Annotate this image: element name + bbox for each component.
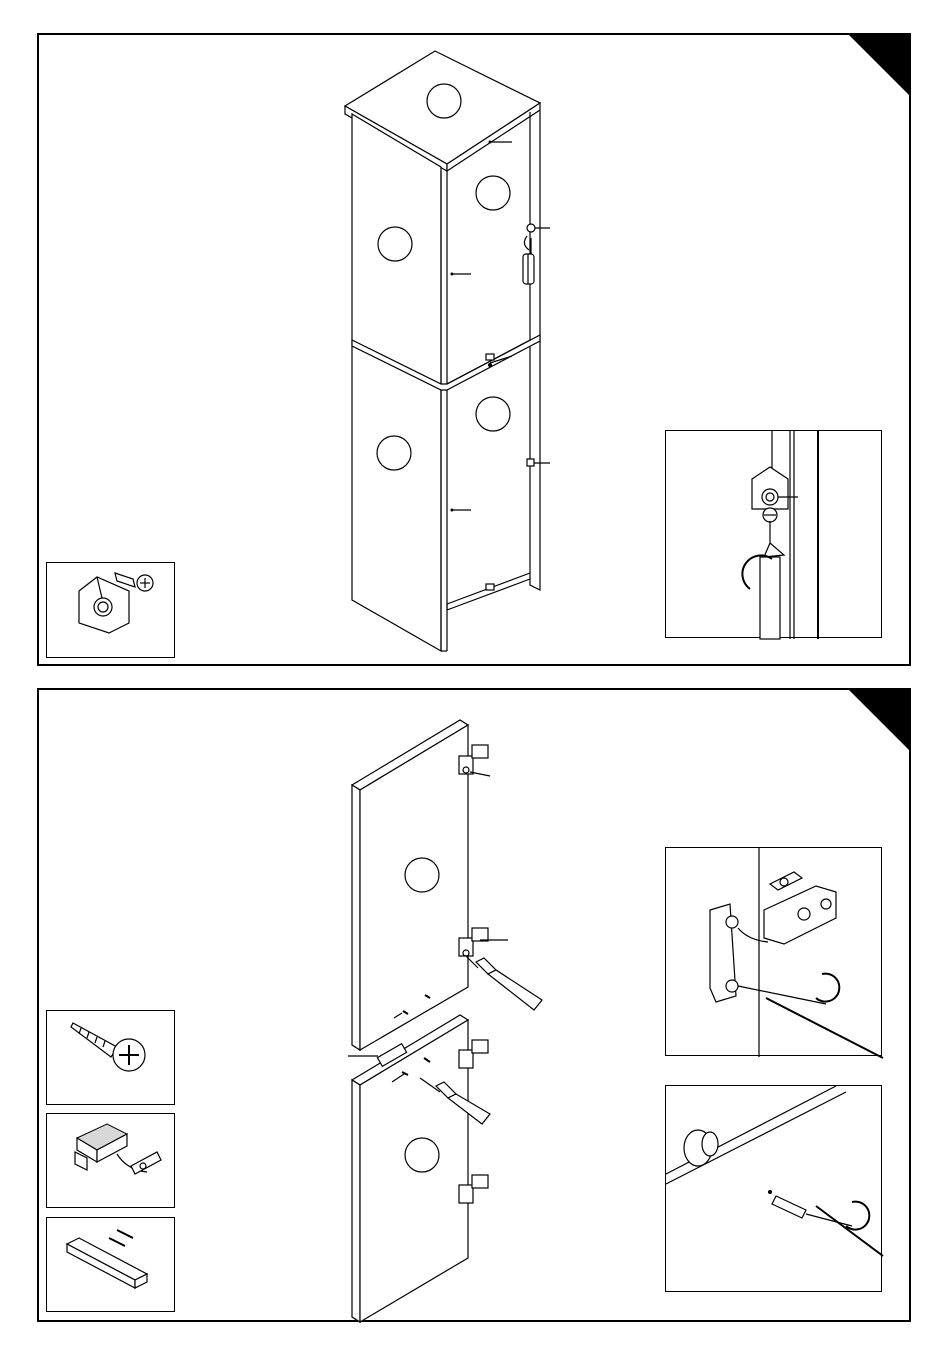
hardware-box-hinge xyxy=(46,1113,175,1208)
detail-box-handle-screw xyxy=(665,1085,882,1292)
wood-screw-icon xyxy=(47,1011,176,1106)
hardware-box-handle xyxy=(46,1217,175,1312)
concealed-hinge-icon xyxy=(47,1114,176,1209)
handle-screw-detail-icon xyxy=(666,1086,883,1293)
hinge-mounting-detail-icon xyxy=(666,848,883,1057)
hardware-box-screw xyxy=(46,1010,175,1105)
detail-box-hinge xyxy=(665,847,882,1056)
handle-with-screws-icon xyxy=(47,1218,176,1313)
